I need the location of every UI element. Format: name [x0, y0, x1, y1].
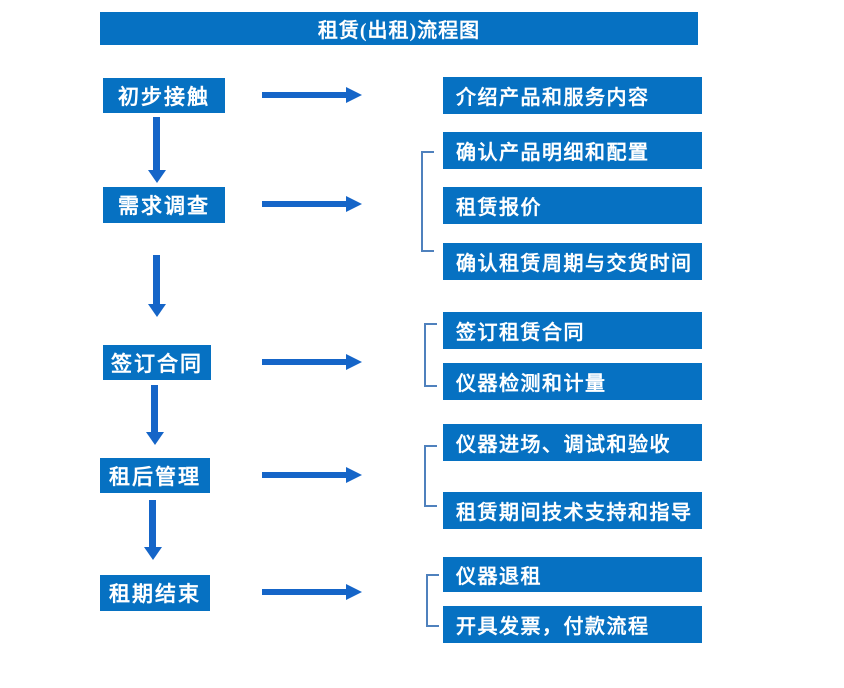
output-label: 介绍产品和服务内容	[456, 87, 650, 109]
output-box-confirm-period-delivery: 确认租赁周期与交货时间	[443, 243, 702, 280]
arrow-shaft	[153, 255, 160, 304]
arrow-down-icon	[148, 117, 166, 183]
arrow-head	[346, 584, 362, 600]
output-label: 签订租赁合同	[456, 322, 585, 344]
output-box-instrument-testing: 仪器检测和计量	[443, 363, 702, 400]
step-label: 租期结束	[109, 582, 201, 606]
output-box-rental-quote: 租赁报价	[443, 187, 702, 224]
step-box-post-rental-management: 租后管理	[100, 458, 210, 493]
output-label: 确认产品明细和配置	[456, 142, 650, 164]
arrow-right-icon	[262, 354, 362, 370]
output-box-instrument-return: 仪器退租	[443, 557, 702, 592]
flowchart-title: 租赁(出租)流程图	[100, 12, 698, 45]
output-label: 仪器检测和计量	[456, 373, 607, 395]
output-label: 仪器进场、调试和验收	[456, 434, 671, 456]
step-box-sign-contract: 签订合同	[103, 345, 211, 380]
bracket-icon	[424, 323, 437, 387]
arrow-head	[346, 196, 362, 212]
arrow-down-icon	[144, 500, 162, 560]
arrow-shaft	[262, 472, 347, 478]
arrow-head	[148, 170, 166, 183]
arrow-shaft	[262, 359, 347, 365]
output-box-sign-rental-contract: 签订租赁合同	[443, 312, 702, 349]
arrow-head	[144, 547, 162, 560]
step-label: 签订合同	[111, 351, 203, 376]
step-label: 初步接触	[118, 84, 210, 109]
output-label: 租赁报价	[456, 197, 542, 219]
arrow-right-icon	[262, 584, 362, 600]
output-label: 租赁期间技术支持和指导	[456, 502, 693, 524]
output-box-confirm-product-details: 确认产品明细和配置	[443, 132, 702, 169]
step-label: 租后管理	[109, 464, 201, 489]
arrow-right-icon	[262, 196, 362, 212]
output-label: 开具发票，付款流程	[456, 616, 650, 638]
arrow-shaft	[262, 92, 347, 98]
arrow-head	[146, 432, 164, 445]
arrow-shaft	[262, 589, 347, 595]
output-label: 仪器退租	[456, 566, 542, 588]
step-label: 需求调查	[118, 194, 210, 218]
arrow-shaft	[151, 385, 158, 432]
bracket-icon	[421, 151, 434, 252]
output-label: 确认租赁周期与交货时间	[456, 253, 693, 275]
step-box-rental-end: 租期结束	[100, 575, 210, 611]
arrow-shaft	[149, 500, 156, 547]
arrow-down-icon	[148, 255, 166, 317]
flowchart-title-label: 租赁(出租)流程图	[317, 20, 481, 42]
output-box-instrument-setup-acceptance: 仪器进场、调试和验收	[443, 424, 702, 461]
bracket-icon	[426, 574, 439, 627]
arrow-right-icon	[262, 467, 362, 483]
arrow-shaft	[262, 201, 347, 207]
arrow-shaft	[153, 117, 160, 170]
arrow-head	[148, 304, 166, 317]
arrow-head	[346, 87, 362, 103]
bracket-icon	[424, 445, 437, 507]
arrow-head	[346, 467, 362, 483]
output-box-invoice-payment: 开具发票，付款流程	[443, 606, 702, 643]
arrow-right-icon	[262, 87, 362, 103]
arrow-head	[346, 354, 362, 370]
output-box-technical-support: 租赁期间技术支持和指导	[443, 492, 702, 529]
output-box-introduce-products: 介绍产品和服务内容	[443, 77, 702, 114]
arrow-down-icon	[146, 385, 164, 445]
step-box-demand-survey: 需求调查	[103, 187, 225, 223]
step-box-initial-contact: 初步接触	[103, 78, 225, 113]
